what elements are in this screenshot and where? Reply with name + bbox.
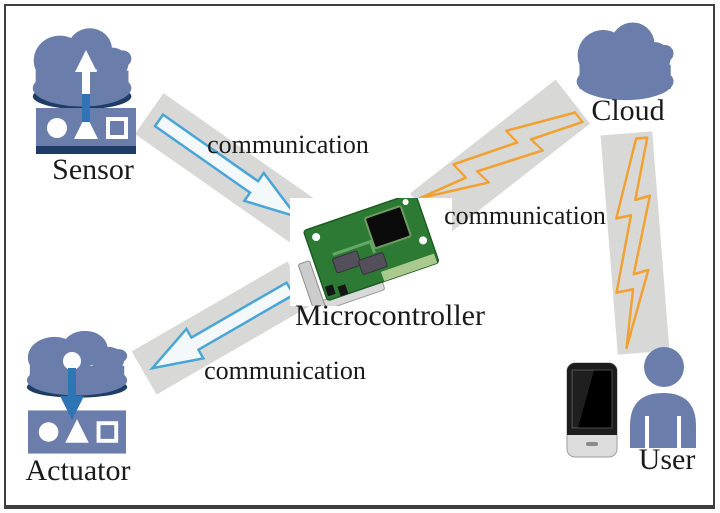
- sensor-device-icon: [36, 108, 136, 154]
- microcontroller-label: Microcontroller: [295, 299, 485, 332]
- cloud-icon: [576, 22, 674, 101]
- lightning-bolt-icon: [418, 111, 584, 200]
- smartphone-icon: [566, 362, 618, 458]
- lightning-cloud-to-user: [600, 131, 670, 355]
- arrow-sensor-to-microcontroller: [134, 93, 320, 243]
- arrow-microcontroller-to-actuator: [131, 261, 313, 395]
- sensor-label: Sensor: [52, 153, 134, 186]
- down-arrow-icon: [60, 352, 84, 420]
- communication-label-actuator-link: communication: [204, 356, 366, 385]
- actuator-label: Actuator: [25, 454, 131, 487]
- band: [409, 79, 591, 238]
- actuator-device-icon: [28, 410, 126, 454]
- lightning-microcontroller-to-cloud: [409, 79, 591, 238]
- band: [600, 131, 670, 355]
- user-label: User: [638, 443, 696, 476]
- communication-label-sensor-link: communication: [207, 130, 369, 159]
- up-arrow-icon: [75, 50, 97, 122]
- sensor-cloud-icon: [32, 28, 132, 110]
- cloud-label: Cloud: [591, 94, 665, 127]
- block-arrow-icon: [153, 112, 300, 220]
- block-arrow-icon: [148, 280, 296, 371]
- person-icon: [630, 347, 696, 448]
- communication-label-cloud-link: communication: [444, 201, 606, 230]
- microcontroller-pcb-icon: [290, 198, 452, 306]
- lightning-bolt-icon: [615, 136, 652, 350]
